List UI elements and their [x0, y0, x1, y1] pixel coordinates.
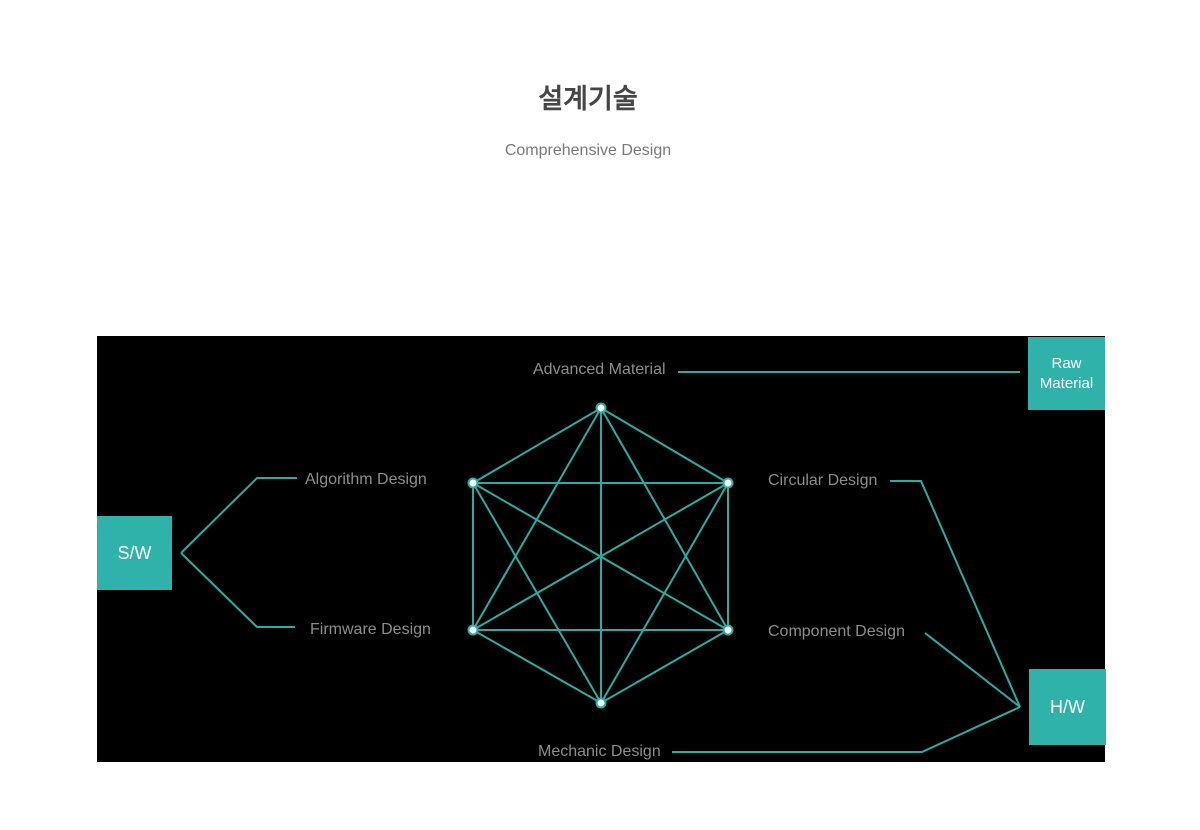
box-raw-material: Raw Material	[1028, 337, 1105, 410]
box-software: S/W	[97, 516, 172, 590]
label-mechanic-design: Mechanic Design	[538, 743, 661, 760]
label-circular-design: Circular Design	[768, 472, 878, 489]
page-subtitle: Comprehensive Design	[504, 142, 672, 159]
label-advanced-material: Advanced Material	[533, 361, 666, 378]
page-title: 설계기술	[538, 84, 638, 114]
label-firmware-design: Firmware Design	[310, 621, 431, 638]
label-algorithm-design: Algorithm Design	[305, 471, 427, 488]
label-component-design: Component Design	[768, 623, 905, 640]
box-hardware: H/W	[1029, 669, 1106, 745]
box-raw-material-line2: Material	[1039, 374, 1094, 392]
diagram-panel	[97, 336, 1105, 762]
box-raw-material-line1: Raw	[1051, 354, 1082, 372]
box-raw-material-text: Raw Material	[1040, 354, 1093, 394]
